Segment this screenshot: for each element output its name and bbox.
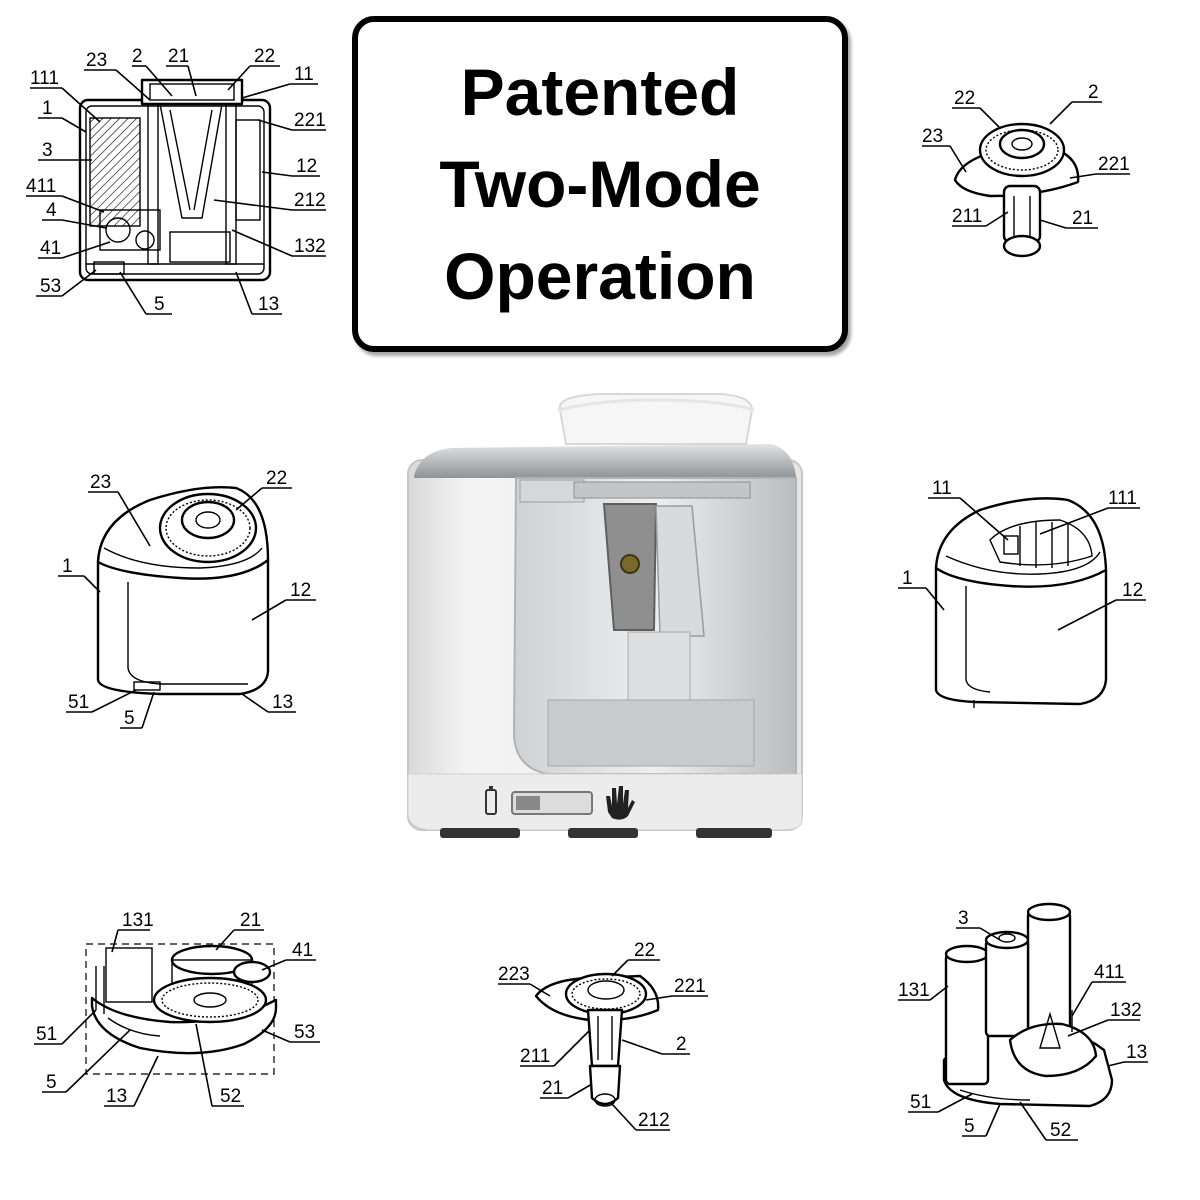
cross-section-label-13: 13 <box>258 294 279 315</box>
figure-base-gears: 131 21 41 51 53 5 13 52 <box>34 910 320 1107</box>
base-gears-label-51: 51 <box>36 1024 57 1045</box>
cross-section-leaders <box>26 65 326 315</box>
housing-closed-drawing <box>96 486 270 696</box>
cross-section-label-221: 221 <box>294 110 326 131</box>
housing-closed-labels: 23 22 1 12 51 5 13 <box>62 468 311 729</box>
figure-housing-open: 11 111 1 12 <box>898 478 1146 708</box>
blade-unit-label-22: 22 <box>634 940 655 961</box>
sharpener-top-label-211: 211 <box>952 206 982 227</box>
housing-open-label-111: 111 <box>1108 488 1137 509</box>
sharpener-top-label-2: 2 <box>1088 82 1099 103</box>
blade-unit-labels: 22 223 221 211 2 21 212 <box>498 940 706 1131</box>
cross-section-label-3: 3 <box>42 140 53 161</box>
base-gears-label-5: 5 <box>46 1072 57 1093</box>
sharpener-top-labels: 22 2 23 221 211 21 <box>922 82 1130 229</box>
base-interior-label-5: 5 <box>964 1116 975 1137</box>
base-gears-leaders <box>34 929 320 1107</box>
base-interior-label-132: 132 <box>1110 1000 1142 1021</box>
sharpener-top-leaders <box>922 101 1130 229</box>
title-line-3: Operation <box>444 239 756 313</box>
sharpener-top-label-21: 21 <box>1072 208 1093 229</box>
sharpener-top-label-23: 23 <box>922 126 943 147</box>
housing-closed-label-1: 1 <box>62 556 73 577</box>
cross-section-label-53: 53 <box>40 276 61 297</box>
blade-unit-label-211: 211 <box>520 1046 550 1067</box>
housing-closed-label-12: 12 <box>290 580 311 601</box>
housing-open-leaders <box>898 497 1146 631</box>
housing-closed-label-23: 23 <box>90 472 111 493</box>
base-interior-label-51: 51 <box>910 1092 931 1113</box>
blade-unit-label-221: 221 <box>674 976 706 997</box>
title-line-2: Two-Mode <box>439 147 761 221</box>
base-interior-label-52: 52 <box>1050 1120 1071 1141</box>
cross-section-labels: 111 23 2 21 22 11 1 221 3 12 411 212 4 1… <box>26 46 326 315</box>
base-gears-label-52: 52 <box>220 1086 241 1107</box>
cross-section-label-2: 2 <box>132 46 143 67</box>
product-photo <box>407 393 803 838</box>
cross-section-label-1: 1 <box>42 98 53 119</box>
housing-closed-leaders <box>58 487 316 729</box>
figure-blade-unit: 22 223 221 211 2 21 212 <box>498 940 708 1131</box>
figure-cross-section: 111 23 2 21 22 11 1 221 3 12 411 212 4 1… <box>26 46 326 315</box>
sharpener-top-label-22: 22 <box>954 88 975 109</box>
housing-closed-label-22: 22 <box>266 468 287 489</box>
base-interior-label-411: 411 <box>1094 962 1124 983</box>
blade-unit-label-2: 2 <box>676 1034 687 1055</box>
title-box: Patented Two-Mode Operation <box>352 16 848 352</box>
blade-unit-label-21: 21 <box>542 1078 563 1099</box>
base-interior-labels: 3 131 411 132 13 51 5 52 <box>898 908 1147 1141</box>
cross-section-label-12: 12 <box>296 156 317 177</box>
base-interior-label-13: 13 <box>1126 1042 1147 1063</box>
base-interior-label-3: 3 <box>958 908 969 929</box>
base-gears-label-131: 131 <box>122 910 154 931</box>
sharpener-top-drawing <box>953 122 1080 258</box>
cross-section-label-212: 212 <box>294 190 326 211</box>
blade-unit-label-212: 212 <box>638 1110 670 1131</box>
cross-section-label-411: 411 <box>26 176 56 197</box>
cross-section-drawing <box>78 78 272 282</box>
base-gears-label-41: 41 <box>292 940 313 961</box>
blade-unit-label-223: 223 <box>498 964 530 985</box>
base-gears-label-53: 53 <box>294 1022 315 1043</box>
housing-closed-label-51: 51 <box>68 692 89 713</box>
figure-base-interior: 3 131 411 132 13 51 5 52 <box>898 902 1148 1141</box>
housing-open-labels: 11 111 1 12 <box>902 478 1143 601</box>
cross-section-label-11: 11 <box>294 64 314 85</box>
cross-section-label-5: 5 <box>154 294 165 315</box>
base-interior-leaders <box>898 927 1148 1141</box>
cross-section-label-22: 22 <box>254 46 275 67</box>
figure-housing-closed: 23 22 1 12 51 5 13 <box>58 468 316 729</box>
housing-open-drawing <box>934 497 1108 708</box>
housing-closed-label-5: 5 <box>124 708 135 729</box>
cross-section-label-4: 4 <box>46 200 57 221</box>
base-gears-label-21: 21 <box>240 910 261 931</box>
cross-section-label-23: 23 <box>86 50 107 71</box>
base-interior-label-131: 131 <box>898 980 930 1001</box>
cross-section-label-41: 41 <box>40 238 61 259</box>
housing-open-label-1: 1 <box>902 568 913 589</box>
housing-closed-label-13: 13 <box>272 692 293 713</box>
hand-icon <box>606 786 635 820</box>
cross-section-label-132: 132 <box>294 236 326 257</box>
base-interior-drawing <box>942 902 1114 1108</box>
housing-open-label-12: 12 <box>1122 580 1143 601</box>
base-gears-drawing <box>85 943 278 1075</box>
cross-section-label-111: 111 <box>30 68 59 89</box>
blade-unit-drawing <box>534 972 660 1107</box>
housing-open-label-11: 11 <box>932 478 952 499</box>
cross-section-label-21: 21 <box>168 46 189 67</box>
base-gears-labels: 131 21 41 51 53 5 13 52 <box>36 910 315 1107</box>
base-gears-label-13: 13 <box>106 1086 127 1107</box>
title-line-1: Patented <box>460 55 740 129</box>
figure-sharpener-top: 22 2 23 221 211 21 <box>922 82 1130 258</box>
sharpener-top-label-221: 221 <box>1098 154 1130 175</box>
blade-unit-leaders <box>498 959 708 1131</box>
